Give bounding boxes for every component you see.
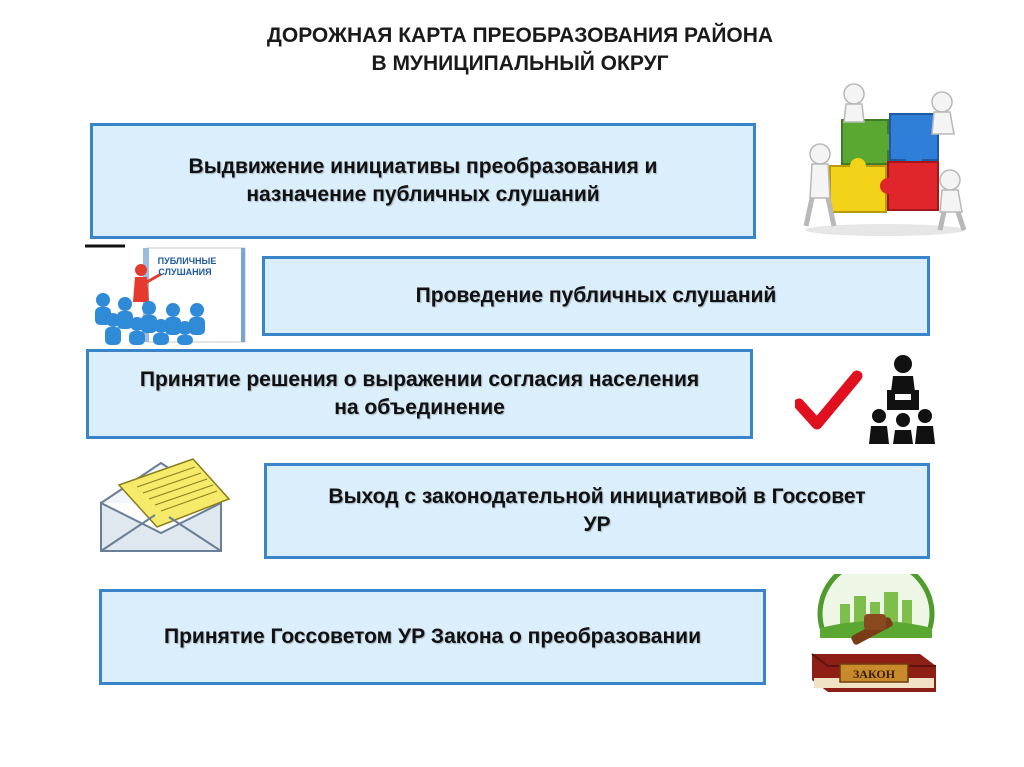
step-5-line-1: Принятие Госсоветом УР Закона о преобраз… — [163, 625, 701, 648]
step-2-line-1: Проведение публичных слушаний — [415, 284, 777, 307]
roadmap-step-2: Проведение публичных слушаний — [262, 256, 930, 336]
title-line-2: В МУНИЦИПАЛЬНЫЙ ОКРУГ — [371, 52, 669, 75]
hearings-sign-line-1: ПУБЛИЧНЫЕ — [158, 256, 217, 266]
step-1-line-2: назначение публичных слушаний — [246, 183, 600, 206]
roadmap-step-4: Выход с законодательной инициативой в Го… — [264, 463, 930, 559]
step-4-line-1: Выход с законодательной инициативой в Го… — [328, 485, 866, 508]
check-mark-icon — [795, 370, 863, 430]
step-1-line-1: Выдвижение инициативы преобразования и — [188, 155, 658, 178]
step-3-line-2: на объединение — [334, 396, 505, 419]
law-book-label: ЗАКОН — [853, 667, 896, 681]
step-4-line-2: УР — [583, 513, 611, 536]
puzzle-team-illustration — [790, 80, 980, 240]
page-title: ДОРОЖНАЯ КАРТА ПРЕОБРАЗОВАНИЯ РАЙОНА В М… — [170, 22, 870, 78]
roadmap-step-5: Принятие Госсоветом УР Закона о преобраз… — [99, 589, 766, 685]
law-book-illustration: ЗАКОН — [806, 574, 946, 702]
step-3-line-1: Принятие решения о выражении согласия на… — [139, 368, 700, 391]
title-line-1: ДОРОЖНАЯ КАРТА ПРЕОБРАЗОВАНИЯ РАЙОНА — [266, 24, 774, 47]
public-hearings-illustration: ПУБЛИЧНЫЕ СЛУШАНИЯ — [85, 244, 250, 346]
approval-illustration — [795, 352, 935, 446]
roadmap-step-3: Принятие решения о выражении согласия на… — [86, 349, 753, 439]
roadmap-step-1: Выдвижение инициативы преобразования и н… — [90, 123, 756, 239]
hearings-sign-line-2: СЛУШАНИЯ — [158, 267, 211, 277]
envelope-icon — [97, 455, 232, 555]
